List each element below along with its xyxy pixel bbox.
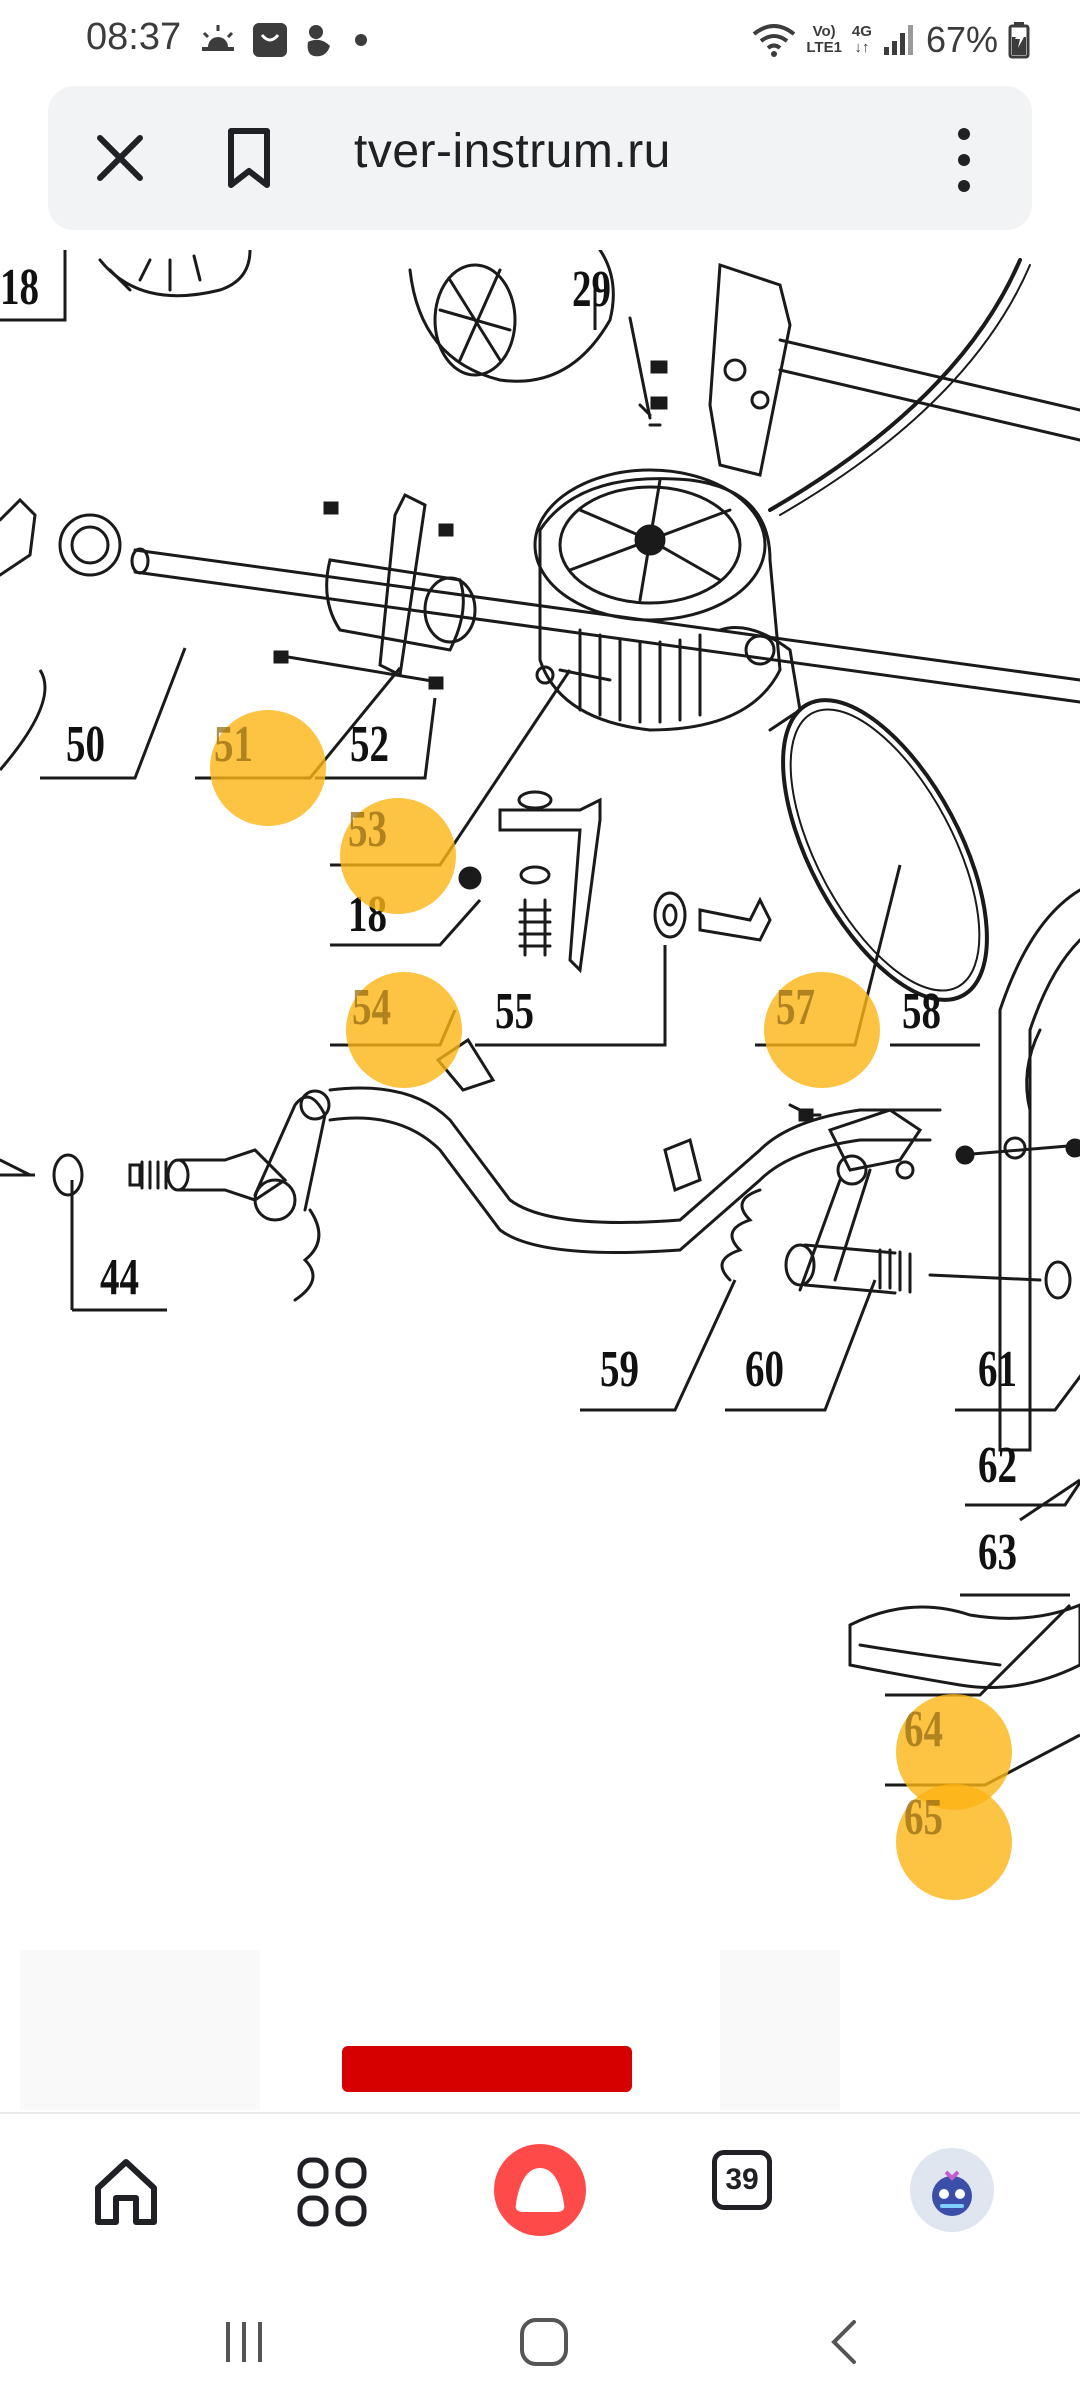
home-circle-icon[interactable]: [514, 2312, 574, 2372]
part-label-51: 51: [214, 716, 253, 773]
status-bar: 08:37 Vo) LTE1 4G: [0, 0, 1080, 82]
part-label-53: 53: [348, 801, 387, 858]
back-icon[interactable]: [816, 2312, 876, 2372]
close-icon[interactable]: [90, 128, 150, 188]
app-bird-icon: [307, 25, 330, 57]
system-nav-bar: [0, 2288, 1080, 2400]
avatar[interactable]: [910, 2148, 994, 2232]
part-label-60: 60: [745, 1341, 784, 1398]
part-label-64: 64: [904, 1701, 943, 1758]
hotspot-53[interactable]: [340, 798, 456, 914]
bookmark-icon[interactable]: [224, 126, 274, 190]
wifi-icon: [753, 24, 796, 57]
alice-assistant-button[interactable]: [494, 2144, 586, 2236]
network-type-indicator: 4G ↓↑: [851, 23, 872, 56]
robot-avatar-icon: [932, 2170, 972, 2216]
part-label-18-top: 18: [0, 259, 39, 316]
part-label-29: 29: [572, 261, 611, 318]
tabs-count-button[interactable]: 39: [712, 2150, 772, 2210]
hotspot-57[interactable]: [764, 972, 880, 1088]
apps-grid-icon[interactable]: [292, 2152, 372, 2232]
part-label-59: 59: [600, 1341, 639, 1398]
volte-indicator: Vo) LTE1: [806, 23, 842, 56]
hotspot-51[interactable]: [210, 710, 326, 826]
weather-icon: [202, 25, 234, 51]
red-banner[interactable]: [342, 2046, 632, 2092]
part-label-57: 57: [776, 979, 815, 1036]
dot-icon: [355, 34, 367, 46]
status-time: 08:37: [86, 16, 182, 58]
part-label-62: 62: [978, 1437, 1017, 1494]
battery-charging-icon: [1008, 22, 1030, 59]
part-label-55: 55: [495, 983, 534, 1040]
url-text[interactable]: tver-instrum.ru: [354, 125, 671, 178]
shop-bag-icon: [253, 23, 287, 57]
hotspot-65[interactable]: [896, 1784, 1012, 1900]
browser-url-bar[interactable]: tver-instrum.ru: [48, 86, 1032, 230]
faded-page-content: [20, 1950, 260, 2110]
part-label-58: 58: [902, 983, 941, 1040]
part-label-54: 54: [352, 979, 391, 1036]
part-label-61: 61: [978, 1341, 1017, 1398]
status-notification-icons: [198, 18, 372, 62]
home-icon[interactable]: [86, 2152, 166, 2232]
hotspot-54[interactable]: [346, 972, 462, 1088]
alice-icon: [515, 2168, 565, 2212]
part-label-50: 50: [66, 716, 105, 773]
more-vert-icon[interactable]: [952, 126, 976, 194]
battery-percent: 67%: [925, 19, 998, 60]
part-label-44: 44: [100, 1249, 139, 1306]
part-label-65: 65: [904, 1789, 943, 1846]
browser-bottom-nav: 39: [0, 2112, 1080, 2290]
exploded-parts-diagram[interactable]: 18 29 50 52 18 55 58 44 59 60 61 62 63 5…: [0, 250, 1080, 2110]
recent-apps-icon[interactable]: [214, 2312, 274, 2372]
part-label-63: 63: [978, 1524, 1017, 1581]
part-label-52: 52: [350, 716, 389, 773]
signal-icon: [883, 25, 913, 55]
faded-page-content: [720, 1950, 840, 2110]
status-system-icons: Vo) LTE1 4G ↓↑ 67%: [752, 16, 1030, 64]
